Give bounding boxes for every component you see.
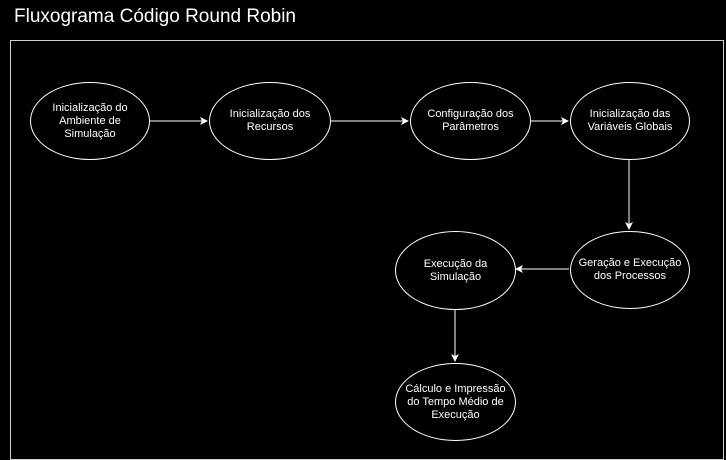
node-inicializacao-variaveis[interactable]: Inicialização das Variáveis Globais <box>570 82 690 160</box>
node-inicializacao-ambiente[interactable]: Inicialização do Ambiente de Simulação <box>30 82 150 160</box>
node-inicializacao-recursos[interactable]: Inicialização dos Recursos <box>209 82 331 160</box>
node-calculo-tempo-medio[interactable]: Cálculo e Impressão do Tempo Médio de Ex… <box>395 363 516 441</box>
node-execucao-simulacao[interactable]: Execução da Simulação <box>395 231 516 310</box>
page-title: Fluxograma Código Round Robin <box>14 6 296 27</box>
node-geracao-execucao-processos[interactable]: Geração e Execução dos Processos <box>570 231 690 309</box>
node-configuracao-parametros[interactable]: Configuração dos Parâmetros <box>410 82 531 160</box>
